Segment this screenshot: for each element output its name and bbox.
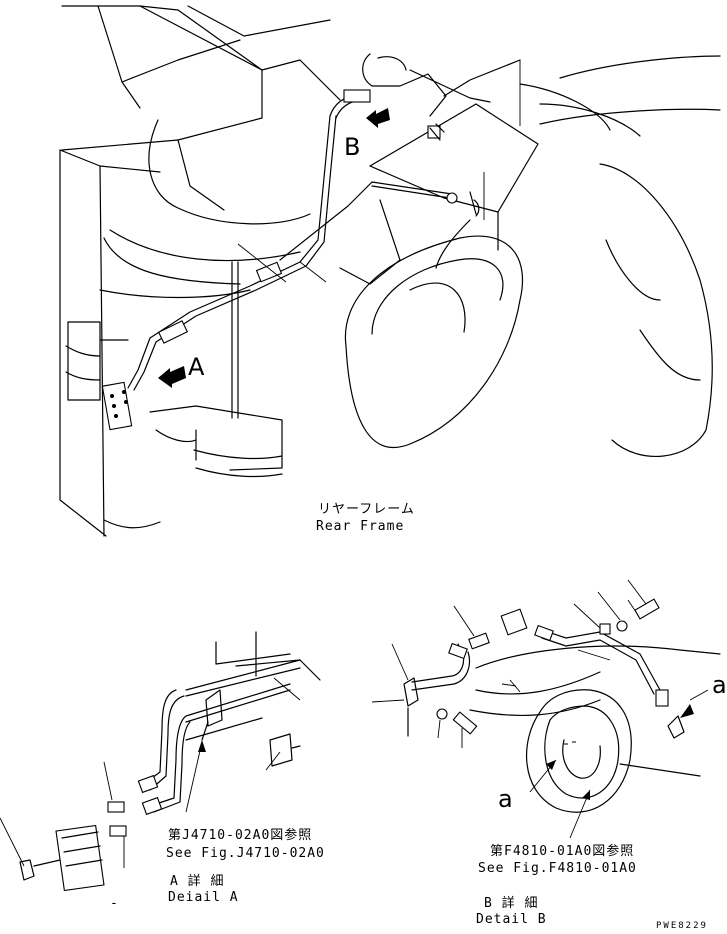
detail-a-title-en: Deiail A (168, 890, 239, 905)
detail-a-ref-jp: 第J4710-02A0図参照 (168, 828, 313, 843)
rear-frame-label-jp: リヤーフレーム (318, 502, 415, 517)
view-b-label: B (344, 133, 361, 161)
detail-b-ref-en: See Fig.F4810-01A0 (478, 861, 637, 876)
callout-a-right: a (712, 671, 727, 699)
view-a-label: A (188, 353, 205, 381)
detail-a-title-jp: A 詳 細 (170, 874, 225, 889)
dash-mark: - (110, 896, 119, 911)
drawing-number: PWE8229 (656, 921, 708, 931)
callout-a-lower: a (498, 785, 513, 813)
rear-frame-assembly (59, 5, 721, 537)
detail-a-drawing (0, 631, 321, 892)
detail-b-title-en: Detail B (476, 912, 547, 927)
detail-b-ref-jp: 第F4810-01A0図参照 (490, 844, 635, 859)
detail-a-ref-en: See Fig.J4710-02A0 (166, 846, 325, 861)
detail-b-title-jp: B 詳 細 (484, 896, 539, 911)
detail-b-drawing (371, 579, 721, 839)
rear-frame-label-en: Rear Frame (316, 519, 405, 534)
